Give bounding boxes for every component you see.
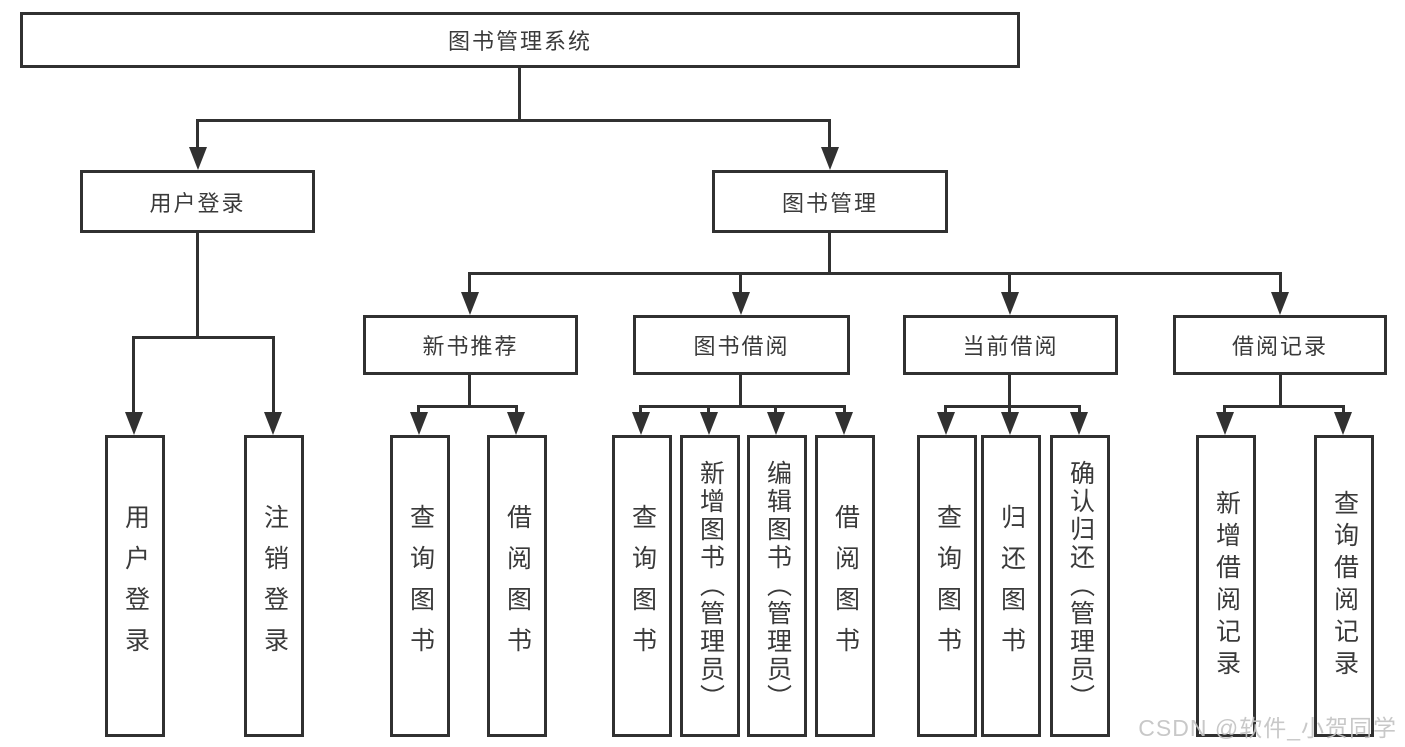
connector-line	[944, 405, 1081, 408]
node-logout: 注销登录	[244, 435, 304, 737]
arrow-down-icon	[410, 412, 428, 435]
connector-line	[132, 336, 275, 339]
connector-line	[1279, 272, 1282, 294]
node-add-books-admin: 新增图书（管理员）	[680, 435, 740, 737]
csdn-watermark: CSDN @软件_小贺同学	[1138, 715, 1397, 741]
connector-line	[1008, 272, 1011, 294]
arrow-down-icon	[700, 412, 718, 435]
node-book-management: 图书管理	[712, 170, 948, 233]
node-query-borrow-record: 查询借阅记录	[1314, 435, 1374, 737]
arrow-down-icon	[125, 412, 143, 435]
arrow-down-icon	[732, 292, 750, 315]
connector-line	[1078, 405, 1081, 415]
connector-line	[196, 233, 199, 338]
node-label: 编辑图书（管理员）	[763, 460, 792, 712]
node-return-books: 归还图书	[981, 435, 1041, 737]
node-label: 归还图书	[997, 504, 1026, 668]
connector-line	[1342, 405, 1345, 415]
node-label: 查询图书	[933, 504, 962, 668]
node-borrow-books-recommend: 借阅图书	[487, 435, 547, 737]
node-query-books-recommend: 查询图书	[390, 435, 450, 737]
connector-line	[843, 405, 846, 415]
node-new-book-recommend: 新书推荐	[363, 315, 578, 375]
node-current-borrow: 当前借阅	[903, 315, 1118, 375]
arrow-down-icon	[937, 412, 955, 435]
node-add-borrow-record: 新增借阅记录	[1196, 435, 1256, 737]
node-label: 确认归还（管理员）	[1066, 460, 1095, 712]
arrow-down-icon	[1070, 412, 1088, 435]
arrow-down-icon	[821, 147, 839, 170]
node-label: 图书管理	[781, 190, 878, 216]
connector-line	[1223, 405, 1345, 408]
node-label: 用户登录	[121, 504, 150, 668]
connector-line	[1008, 405, 1011, 415]
connector-line	[944, 405, 947, 415]
arrow-down-icon	[835, 412, 853, 435]
node-label: 当前借阅	[962, 334, 1059, 359]
connector-line	[196, 119, 199, 151]
connector-line	[417, 405, 420, 415]
arrow-down-icon	[1216, 412, 1234, 435]
connector-line	[828, 233, 831, 274]
arrow-down-icon	[1001, 292, 1019, 315]
node-label: 新增借阅记录	[1212, 490, 1241, 682]
connector-line	[132, 336, 135, 415]
connector-line	[417, 405, 518, 408]
node-borrow-books: 借阅图书	[815, 435, 875, 737]
arrow-down-icon	[264, 412, 282, 435]
arrow-down-icon	[767, 412, 785, 435]
arrow-down-icon	[1334, 412, 1352, 435]
node-label: 图书借阅	[693, 334, 790, 359]
node-query-books-borrow: 查询图书	[612, 435, 672, 737]
node-query-books-current: 查询图书	[917, 435, 977, 737]
connector-line	[1279, 375, 1282, 408]
connector-line	[272, 336, 275, 415]
node-label: 借阅图书	[831, 504, 860, 668]
arrow-down-icon	[1001, 412, 1019, 435]
connector-line	[468, 272, 471, 294]
node-label: 注销登录	[260, 504, 289, 668]
arrow-down-icon	[507, 412, 525, 435]
connector-line	[196, 119, 831, 122]
node-label: 借阅记录	[1231, 334, 1328, 359]
connector-line	[707, 405, 710, 415]
connector-line	[468, 272, 1282, 275]
connector-line	[828, 119, 831, 151]
connector-line	[739, 375, 742, 408]
connector-line	[739, 272, 742, 294]
connector-line	[468, 375, 471, 408]
connector-line	[639, 405, 642, 415]
node-label: 图书管理系统	[447, 29, 592, 54]
connector-line	[1008, 375, 1011, 408]
node-user-login: 用户登录	[105, 435, 165, 737]
arrow-down-icon	[461, 292, 479, 315]
node-borrow-records: 借阅记录	[1173, 315, 1387, 375]
node-label: 查询借阅记录	[1330, 490, 1359, 682]
node-label: 用户登录	[149, 190, 246, 216]
node-label: 新增图书（管理员）	[696, 460, 725, 712]
connector-line	[639, 405, 846, 408]
connector-line	[515, 405, 518, 415]
node-library-system: 图书管理系统	[20, 12, 1020, 68]
arrow-down-icon	[1271, 292, 1289, 315]
connector-line	[774, 405, 777, 415]
node-user-login-group: 用户登录	[80, 170, 315, 233]
node-book-borrow: 图书借阅	[633, 315, 850, 375]
arrow-down-icon	[632, 412, 650, 435]
node-label: 查询图书	[628, 504, 657, 668]
node-confirm-return-admin: 确认归还（管理员）	[1050, 435, 1110, 737]
node-edit-books-admin: 编辑图书（管理员）	[747, 435, 807, 737]
arrow-down-icon	[189, 147, 207, 170]
node-label: 新书推荐	[422, 334, 519, 359]
connector-line	[1223, 405, 1226, 415]
node-label: 借阅图书	[503, 504, 532, 668]
node-label: 查询图书	[406, 504, 435, 668]
connector-line	[518, 68, 521, 120]
